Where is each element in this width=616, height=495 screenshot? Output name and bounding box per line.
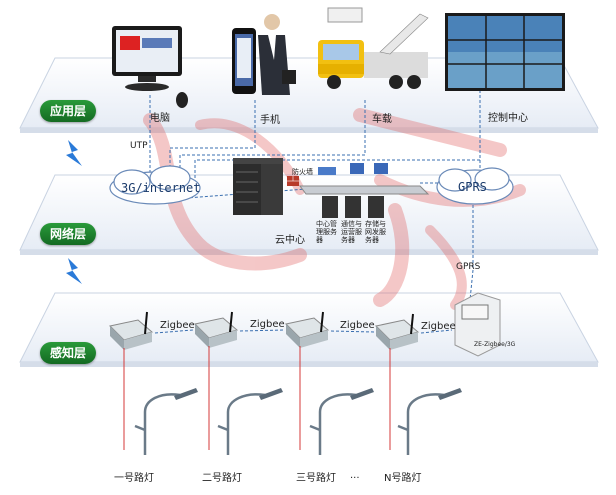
label-cloud-center: 云中心 — [275, 235, 305, 246]
layer-badge-network: 网络层 — [40, 223, 96, 245]
label-lamp-1: 一号路灯 — [114, 473, 154, 484]
layer-badge-perception: 感知层 — [40, 342, 96, 364]
label-server-2: 通信与运营服务器 — [341, 220, 362, 244]
label-gprs-cloud: GPRS — [458, 180, 487, 194]
server-towers-icon — [322, 163, 388, 218]
label-server-3: 存储与网发服务器 — [365, 220, 386, 244]
computer-icon — [112, 26, 188, 108]
label-lamp-2: 二号路灯 — [202, 473, 242, 484]
label-lamp-n: N号路灯 — [384, 473, 422, 484]
phone-icon — [232, 28, 256, 94]
label-lamp-ellipsis: ... — [350, 470, 360, 481]
label-lamp-3: 三号路灯 — [296, 473, 336, 484]
label-firewall: 防火墙 — [292, 168, 313, 176]
label-zigbee-1: Zigbee — [160, 320, 195, 331]
street-lamp-icons — [134, 388, 462, 455]
server-rack-icon — [233, 158, 283, 215]
label-phone: 手机 — [260, 115, 280, 126]
label-zigbee-2: Zigbee — [250, 319, 285, 330]
label-control-center: 控制中心 — [488, 113, 528, 124]
label-server-1: 中心管理服务器 — [316, 220, 337, 244]
layer-badge-application: 应用层 — [40, 100, 96, 122]
gprs-cloud — [436, 167, 514, 205]
lightning-icon-top — [66, 140, 82, 166]
label-utp: UTP — [130, 141, 148, 151]
businessman-icon — [258, 14, 296, 95]
firewall-icon — [287, 176, 299, 186]
label-internet-cloud: 3G/internet — [121, 181, 201, 195]
internet-cloud — [109, 165, 201, 205]
label-computer: 电脑 — [150, 113, 170, 124]
zigbee-node-icons — [108, 311, 420, 350]
label-gprs-link: GPRS — [456, 262, 481, 272]
label-vehicle: 车载 — [372, 114, 392, 125]
gateway-device-icon — [454, 292, 501, 357]
lightning-icon-bottom — [66, 258, 82, 284]
label-zigbee-4: Zigbee — [421, 321, 456, 332]
label-gateway: ZE-Zigbee/3G — [474, 341, 516, 348]
video-wall-icon — [445, 13, 565, 91]
label-zigbee-3: Zigbee — [340, 320, 375, 331]
network-switch-icon — [299, 167, 430, 195]
bucket-truck-icon — [318, 7, 429, 89]
